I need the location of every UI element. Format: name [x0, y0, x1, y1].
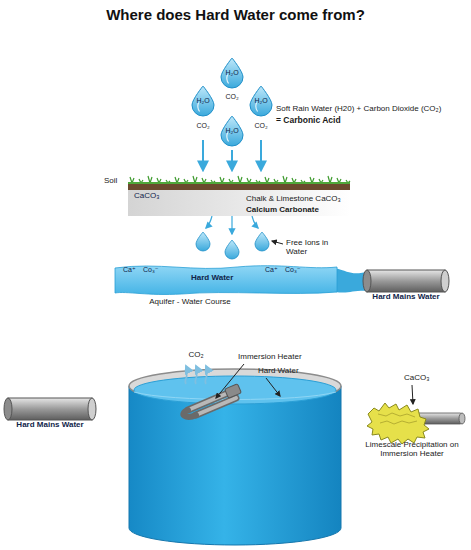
node-text: H₂O [225, 127, 238, 135]
co2-bubbles [185, 366, 207, 384]
label-text: CO₂ [196, 122, 209, 130]
leader-lines [216, 364, 413, 404]
node-text: H₂O [196, 97, 209, 105]
node-text: Ca⁺ [123, 266, 136, 274]
label-text: Chalk & Limestone CaCO₃ [246, 194, 341, 203]
label-text: Immersion Heater [238, 352, 302, 361]
mains-pipe-outline [4, 398, 96, 438]
label-text: CO₂ [254, 122, 267, 130]
node-text: CaCO₃ [134, 192, 159, 201]
label-text: CaCO₃ [404, 373, 429, 382]
node-text: Ca⁺ [265, 266, 278, 274]
mains-pipe: Hard Mains Water [4, 398, 96, 438]
rain-drop: H₂O [221, 58, 243, 88]
immersion-heater [183, 384, 241, 417]
leader-line [272, 241, 283, 244]
seeping-drops [196, 216, 269, 259]
scaled-heater [367, 403, 465, 444]
node-text: Co₃⁻ [285, 266, 301, 274]
label-text: = Carbonic Acid [276, 116, 341, 126]
node-text: Co₃⁻ [143, 266, 159, 274]
mains-pipe: Hard Mains Water [363, 270, 449, 310]
label-text: CO₂ [188, 350, 203, 359]
node-text: H₂O [254, 97, 267, 105]
mains-pipe-outline [363, 270, 449, 310]
node-text: Hard Mains Water [16, 421, 83, 430]
node-text: Hard Mains Water [372, 293, 439, 302]
label-text: Hard Water [258, 366, 299, 375]
water-tank [129, 369, 341, 545]
rain-drop: H₂O [221, 116, 243, 146]
label-text: Soil [104, 176, 117, 185]
rain-drop: H₂O [192, 86, 214, 116]
label-text: Aquifer - Water Course [149, 297, 231, 306]
aquifer-band: Ca⁺ Co₃⁻ Hard Water Ca⁺ Co₃⁻ [115, 264, 337, 294]
label-text: CO₂ [225, 93, 238, 101]
node-text: H₂O [225, 69, 238, 77]
label-text: Calcium Carbonate [246, 205, 319, 214]
rain-drop: H₂O [250, 86, 272, 116]
aquifer-tail [335, 268, 370, 293]
diagram-title: Where does Hard Water come from? [106, 6, 365, 23]
node-text: Hard Water [191, 274, 233, 283]
label-text: Limescale Precipitation on Immersion Hea… [357, 440, 467, 458]
label-text: Free Ions in Water [286, 238, 334, 256]
label-text: Soft Rain Water (H20) + Carbon Dioxide (… [276, 104, 441, 113]
